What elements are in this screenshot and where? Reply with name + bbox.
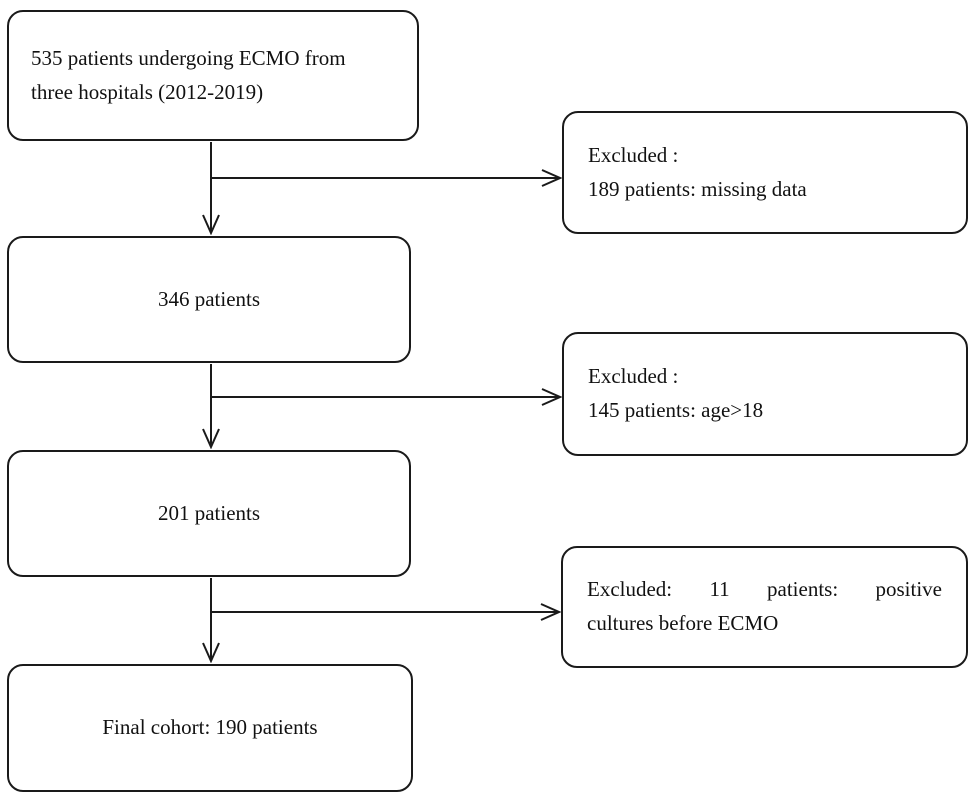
final-cohort-box: Final cohort: 190 patients	[7, 664, 413, 792]
exclusion-2-title: Excluded :	[588, 364, 679, 389]
exclusion-1-detail: 189 patients: missing data	[588, 176, 807, 201]
exclusion-box-1: Excluded : 189 patients: missing data	[562, 111, 968, 234]
exclusion-2-detail: 145 patients: age>18	[588, 398, 764, 422]
exclusion-3-line-1: Excluded: 11 patients: positive	[587, 577, 942, 602]
exclusion-3-line-2: cultures before ECMO	[587, 611, 779, 635]
step-2-label: 346 patients	[157, 286, 261, 311]
exclusion-box-2: Excluded : 145 patients: age>18	[562, 332, 968, 456]
exclusion-box-3: Excluded: 11 patients: positive cultures…	[561, 546, 968, 668]
start-box-line-1: 535 patients undergoing ECMO from	[31, 45, 346, 70]
start-box: 535 patients undergoing ECMO from three …	[7, 10, 419, 141]
step-3-label: 201 patients	[157, 500, 261, 525]
step-2-box: 346 patients	[7, 236, 411, 363]
step-3-box: 201 patients	[7, 450, 411, 577]
exclusion-1-title: Excluded :	[588, 142, 679, 167]
start-box-line-2: three hospitals (2012-2019)	[31, 79, 264, 104]
final-cohort-label: Final cohort: 190 patients	[102, 715, 318, 740]
